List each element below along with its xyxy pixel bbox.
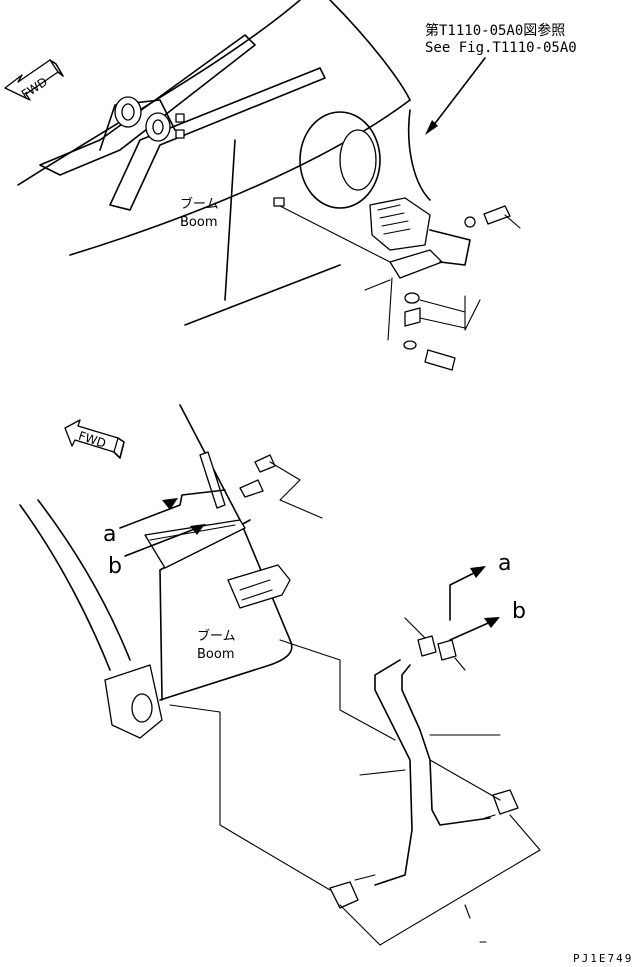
clamp-plate xyxy=(144,519,246,569)
pad-boss xyxy=(339,129,377,191)
nut-pipe-1 xyxy=(354,874,376,881)
fitting-lower xyxy=(239,479,264,498)
nut-1 xyxy=(175,113,185,123)
washer-2 xyxy=(404,292,420,304)
boom-outline-curve xyxy=(407,109,431,201)
boom-label-en-top: Boom xyxy=(180,215,218,230)
pipe-clamp xyxy=(227,564,291,609)
leader-clip xyxy=(429,759,501,801)
leader-bolt-1 xyxy=(504,214,521,229)
mounting-pad xyxy=(299,111,381,209)
leader-fitting-b xyxy=(454,657,466,671)
boom-label-jp-bottom: ブーム xyxy=(197,628,236,644)
lower-view: FWD a b ブーム Boom a b xyxy=(19,404,633,965)
pipe-2 xyxy=(401,664,491,826)
leader-elbow-right xyxy=(379,814,541,946)
label-a-left: a xyxy=(103,522,116,547)
label-b-right: b xyxy=(512,599,526,624)
boom-outline-end xyxy=(329,0,411,101)
work-lamp xyxy=(369,197,431,251)
arrow-a-right xyxy=(449,569,481,621)
small-nut xyxy=(273,197,285,207)
boom-inner-edge xyxy=(224,139,236,301)
boom-web xyxy=(159,569,163,701)
nut-2 xyxy=(175,129,185,139)
arrowhead-b-right xyxy=(484,617,500,628)
elbow-fitting-1 xyxy=(329,881,359,909)
leader-elbow-left xyxy=(169,704,331,891)
leader-tick xyxy=(464,904,471,919)
reference-arrowhead xyxy=(425,120,438,135)
arrow-b-left xyxy=(124,524,206,557)
pipe-fitting-a xyxy=(417,635,437,657)
boom-bottom-edge xyxy=(184,264,341,326)
clamp-detail xyxy=(239,579,273,601)
arrowhead-a-right xyxy=(470,566,486,578)
bracket-arm xyxy=(429,229,471,266)
leader-hardware xyxy=(419,295,481,331)
pipe-fitting-b xyxy=(437,639,457,661)
clamp-line xyxy=(149,524,236,541)
pipe-1 xyxy=(374,659,413,886)
boom-outline-lower xyxy=(69,99,411,256)
boom-outline-top xyxy=(17,0,301,186)
arrow-b-right xyxy=(449,619,496,641)
lamp-bracket xyxy=(389,249,443,279)
upper-view: 第T1110-05A0図参照 See Fig.T1110-05A0 FWD ブー… xyxy=(4,0,577,371)
leader-fitting-a xyxy=(404,617,426,639)
leader-pipe-1 xyxy=(279,639,396,741)
leader-pipe-3 xyxy=(359,769,406,776)
hose-bracket xyxy=(199,451,226,509)
fitting-leader xyxy=(269,461,323,519)
leader-nut xyxy=(279,205,391,263)
nut-pipe-2 xyxy=(484,814,496,819)
leader-elbow-bottom xyxy=(339,904,381,946)
reference-leader xyxy=(429,57,486,131)
link-plate-upper xyxy=(39,34,256,176)
elbow-fitting-2 xyxy=(492,789,519,815)
boom-left-edge xyxy=(19,504,111,671)
pin-hole-1 xyxy=(121,103,135,121)
reference-text-en: See Fig.T1110-05A0 xyxy=(425,40,577,56)
boom-label-en-bottom: Boom xyxy=(197,647,235,662)
reference-text-jp: 第T1110-05A0図参照 xyxy=(425,22,565,39)
fwd-arrow-top: FWD xyxy=(4,59,64,102)
fitting-upper xyxy=(254,454,276,473)
drawing-code: PJ1E749 xyxy=(573,952,633,965)
bolt-2 xyxy=(424,349,456,371)
arrow-a-left xyxy=(119,489,226,529)
washer-1 xyxy=(464,216,476,228)
washer-3 xyxy=(403,340,417,350)
arrowhead-a-left xyxy=(162,498,178,510)
boom-left-inner xyxy=(37,499,131,661)
label-a-right: a xyxy=(498,551,511,576)
fwd-arrow-bottom: FWD xyxy=(64,419,125,459)
pin-hole-2 xyxy=(152,119,164,135)
arrowhead-b-left xyxy=(190,524,205,535)
boom-bottom-edge xyxy=(159,639,293,701)
fwd-label-bottom: FWD xyxy=(77,429,108,451)
foot-pin-hole xyxy=(131,693,153,723)
leader-bracket xyxy=(364,277,393,341)
label-b-left: b xyxy=(108,554,122,579)
link-plate-lower xyxy=(109,67,326,211)
bolt-1 xyxy=(483,205,511,225)
boom-label-jp-top: ブーム xyxy=(180,196,219,212)
nut-3 xyxy=(404,307,421,327)
